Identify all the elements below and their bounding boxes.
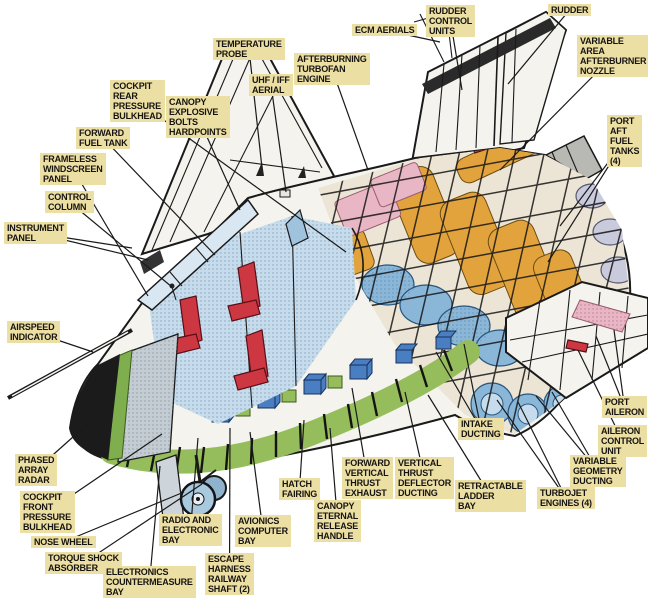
label-variable-area-afterburner-nozzle: VARIABLE AREA AFTERBURNER NOZZLE xyxy=(577,35,648,78)
label-cockpit-front-pressure-bulkhead: COCKPIT FRONT PRESSURE BULKHEAD xyxy=(20,491,75,534)
label-ecm-aerials: ECM AERIALS xyxy=(352,24,418,37)
label-frameless-windscreen-panel: FRAMELESS WINDSCREEN PANEL xyxy=(40,153,106,186)
label-control-column: CONTROL COLUMN xyxy=(45,191,95,214)
label-instrument-panel: INSTRUMENT PANEL xyxy=(4,222,67,245)
label-phased-array-radar: PHASED ARRAY RADAR xyxy=(15,454,58,487)
label-cockpit-rear-pressure-bulkhead: COCKPIT REAR PRESSURE BULKHEAD xyxy=(110,80,165,123)
label-variable-geometry-ducting: VARIABLE GEOMETRY DUCTING xyxy=(570,455,626,488)
label-avionics-computer-bay: AVIONICS COMPUTER BAY xyxy=(235,515,291,548)
label-vertical-thrust-deflector-ducting: VERTICAL THRUST DEFLECTOR DUCTING xyxy=(395,457,455,500)
label-rudder: RUDDER xyxy=(548,4,592,17)
label-intake-ducting: INTAKE DUCTING xyxy=(458,418,504,441)
label-forward-fuel-tank: FORWARD FUEL TANK xyxy=(76,127,131,150)
label-electronics-countermeasure-bay: ELECTRONICS COUNTERMEASURE BAY xyxy=(103,566,196,599)
label-port-aft-fuel-tanks: PORT AFT FUEL TANKS (4) xyxy=(607,115,643,168)
label-turbojet-engines: TURBOJET ENGINES (4) xyxy=(537,487,595,510)
label-torque-shock-absorber: TORQUE SHOCK ABSORBER xyxy=(45,552,122,575)
label-canopy-eternal-release-handle: CANOPY ETERNAL RELEASE HANDLE xyxy=(314,500,362,543)
label-airspeed-indicator: AIRSPEED INDICATOR xyxy=(7,321,61,344)
label-forward-vertical-thrust-exhaust: FORWARD VERTICAL THRUST EXHAUST xyxy=(342,457,393,500)
label-afterburning-turbofan-engine: AFTERBURNING TURBOFAN ENGINE xyxy=(294,53,370,86)
label-rudder-control-units: RUDDER CONTROL UNITS xyxy=(426,5,476,38)
label-uhf-iff-aerial: UHF / IFF AERIAL xyxy=(249,74,293,97)
label-canopy-explosive-bolts-hardpoints: CANOPY EXPLOSIVE BOLTS HARDPOINTS xyxy=(166,96,230,139)
label-escape-harness-railway-shaft: ESCAPE HARNESS RAILWAY SHAFT (2) xyxy=(205,553,254,596)
label-port-aileron: PORT AILERON xyxy=(602,396,648,419)
label-radio-and-electronic-bay: RADIO AND ELECTRONIC BAY xyxy=(159,514,222,547)
label-nose-wheel: NOSE WHEEL xyxy=(31,536,96,549)
label-aileron-control-unit: AILERON CONTROL UNIT xyxy=(598,425,648,458)
label-hatch-fairing: HATCH FAIRING xyxy=(279,478,321,501)
label-temperature-probe: TEMPERATURE PROBE xyxy=(213,38,285,61)
label-retractable-ladder-bay: RETRACTABLE LADDER BAY xyxy=(455,480,526,513)
